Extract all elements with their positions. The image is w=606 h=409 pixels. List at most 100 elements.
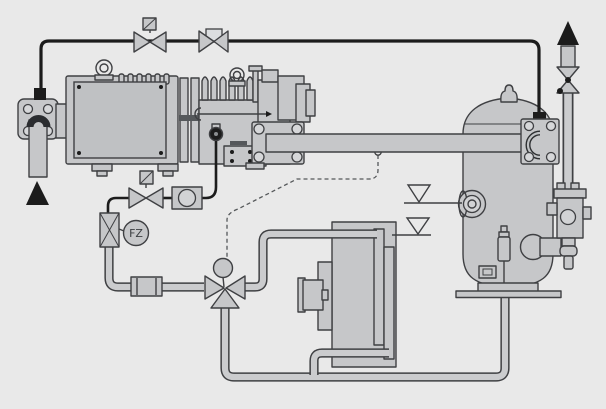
screw-compressor bbox=[55, 59, 316, 177]
elbow-bend bbox=[26, 115, 51, 128]
lever bbox=[230, 141, 247, 145]
foot bbox=[157, 163, 179, 172]
oil-port-center bbox=[214, 132, 218, 136]
nameplate-inner bbox=[482, 268, 493, 276]
valve-actuator bbox=[212, 257, 234, 279]
oil-filter bbox=[130, 276, 163, 297]
valve-port-right bbox=[225, 275, 246, 300]
bolt-hole bbox=[545, 120, 557, 132]
cooler-inlet-pipe bbox=[243, 230, 377, 291]
eye-base bbox=[228, 80, 246, 87]
discharge-pipe bbox=[265, 133, 527, 153]
foot-pad bbox=[162, 170, 174, 177]
bolt-hole bbox=[253, 151, 265, 163]
oil-supply-circuit: FZ bbox=[99, 141, 246, 309]
suction-elbow-pipe bbox=[28, 119, 48, 178]
coil-diagonal bbox=[142, 17, 157, 31]
indicator-dial bbox=[194, 107, 202, 121]
sight-glass-cross bbox=[99, 212, 120, 248]
shaft-pin bbox=[252, 67, 259, 103]
bolt bbox=[77, 151, 81, 155]
check-glass bbox=[177, 188, 197, 208]
sight-glass-mid bbox=[462, 194, 482, 214]
valve-port-left bbox=[204, 275, 225, 300]
shaft-pin-cap bbox=[248, 65, 263, 72]
taper-fitting bbox=[563, 255, 574, 270]
foot-pad bbox=[96, 170, 108, 177]
taper-fitting bbox=[561, 237, 576, 247]
eye-base bbox=[94, 74, 114, 81]
bolt bbox=[159, 85, 163, 89]
oil-return-line bbox=[220, 296, 510, 382]
bolt bbox=[248, 159, 252, 163]
bolt-hole bbox=[291, 151, 303, 163]
fin bbox=[210, 76, 218, 101]
top-line-shutoff-valve bbox=[198, 28, 229, 53]
bolt bbox=[159, 151, 163, 155]
oil-flow-sight-glass bbox=[99, 212, 120, 248]
foot bbox=[245, 162, 265, 170]
indicator-arrow bbox=[266, 111, 272, 117]
fin bbox=[219, 76, 227, 101]
oil-return-block bbox=[539, 237, 562, 257]
side-port bbox=[546, 202, 558, 216]
discharge-line-valve bbox=[556, 66, 580, 94]
bottom-run bbox=[221, 296, 509, 381]
fin bbox=[246, 76, 254, 101]
inlet-elbow-fill bbox=[526, 131, 541, 159]
valve-body-right bbox=[213, 30, 229, 53]
separator-base bbox=[455, 282, 562, 299]
bolt-hole bbox=[545, 151, 557, 163]
oil-solenoid-valve bbox=[128, 170, 164, 209]
foot bbox=[91, 163, 113, 172]
oil-cooler bbox=[243, 221, 397, 377]
bolt-hole bbox=[42, 103, 54, 115]
oil-injection-line bbox=[201, 141, 218, 200]
service-valve-assembly bbox=[546, 182, 592, 270]
level-indicators bbox=[392, 184, 462, 236]
economizer-connector bbox=[533, 112, 546, 119]
bolt-hole bbox=[523, 151, 535, 163]
coil-header-outlet bbox=[383, 246, 395, 360]
fitting-top bbox=[500, 225, 508, 233]
nameplate bbox=[478, 265, 497, 279]
valve-port-bottom bbox=[210, 288, 240, 309]
valve-port-dot bbox=[557, 88, 563, 94]
actuator-stem bbox=[222, 276, 225, 288]
oil-sight-glass-check bbox=[171, 186, 203, 210]
suction-assembly bbox=[17, 88, 59, 205]
bolt-hole bbox=[22, 103, 34, 115]
side-port bbox=[582, 206, 592, 220]
lifting-eye-inner bbox=[232, 70, 242, 80]
oil-cooler-motor bbox=[302, 279, 324, 311]
motor-nub bbox=[321, 289, 329, 301]
top-fitting bbox=[500, 84, 518, 103]
bolt-hole bbox=[523, 120, 535, 132]
valve-handle bbox=[559, 208, 577, 226]
valve-body-left bbox=[198, 30, 215, 53]
level-indicator-lower bbox=[405, 217, 431, 236]
taper-fitting bbox=[559, 245, 578, 257]
flow-switch-label: FZ bbox=[129, 227, 143, 240]
separator-inlet-flange bbox=[520, 118, 560, 165]
cooler-outlet-pipe bbox=[310, 349, 389, 377]
valve-body-right bbox=[149, 31, 167, 53]
valve-body-right bbox=[145, 187, 164, 209]
bolt bbox=[77, 85, 81, 89]
motor-terminal-box bbox=[73, 81, 167, 159]
discharge-riser bbox=[546, 21, 592, 270]
head-block bbox=[305, 89, 316, 117]
sight-glass-center bbox=[467, 199, 477, 209]
economizer-pipe bbox=[39, 39, 541, 119]
riser-upper-segment bbox=[560, 45, 576, 69]
valve-body-left bbox=[128, 187, 147, 209]
economizer-line bbox=[39, 17, 546, 119]
sensor-capillary-line bbox=[226, 155, 379, 257]
valve-cap bbox=[553, 188, 587, 199]
coil-diagonal bbox=[139, 170, 154, 185]
base-plate bbox=[455, 290, 562, 299]
flow-switch: FZ bbox=[118, 219, 150, 247]
pipe-stub bbox=[34, 88, 46, 100]
fin bbox=[201, 76, 209, 101]
